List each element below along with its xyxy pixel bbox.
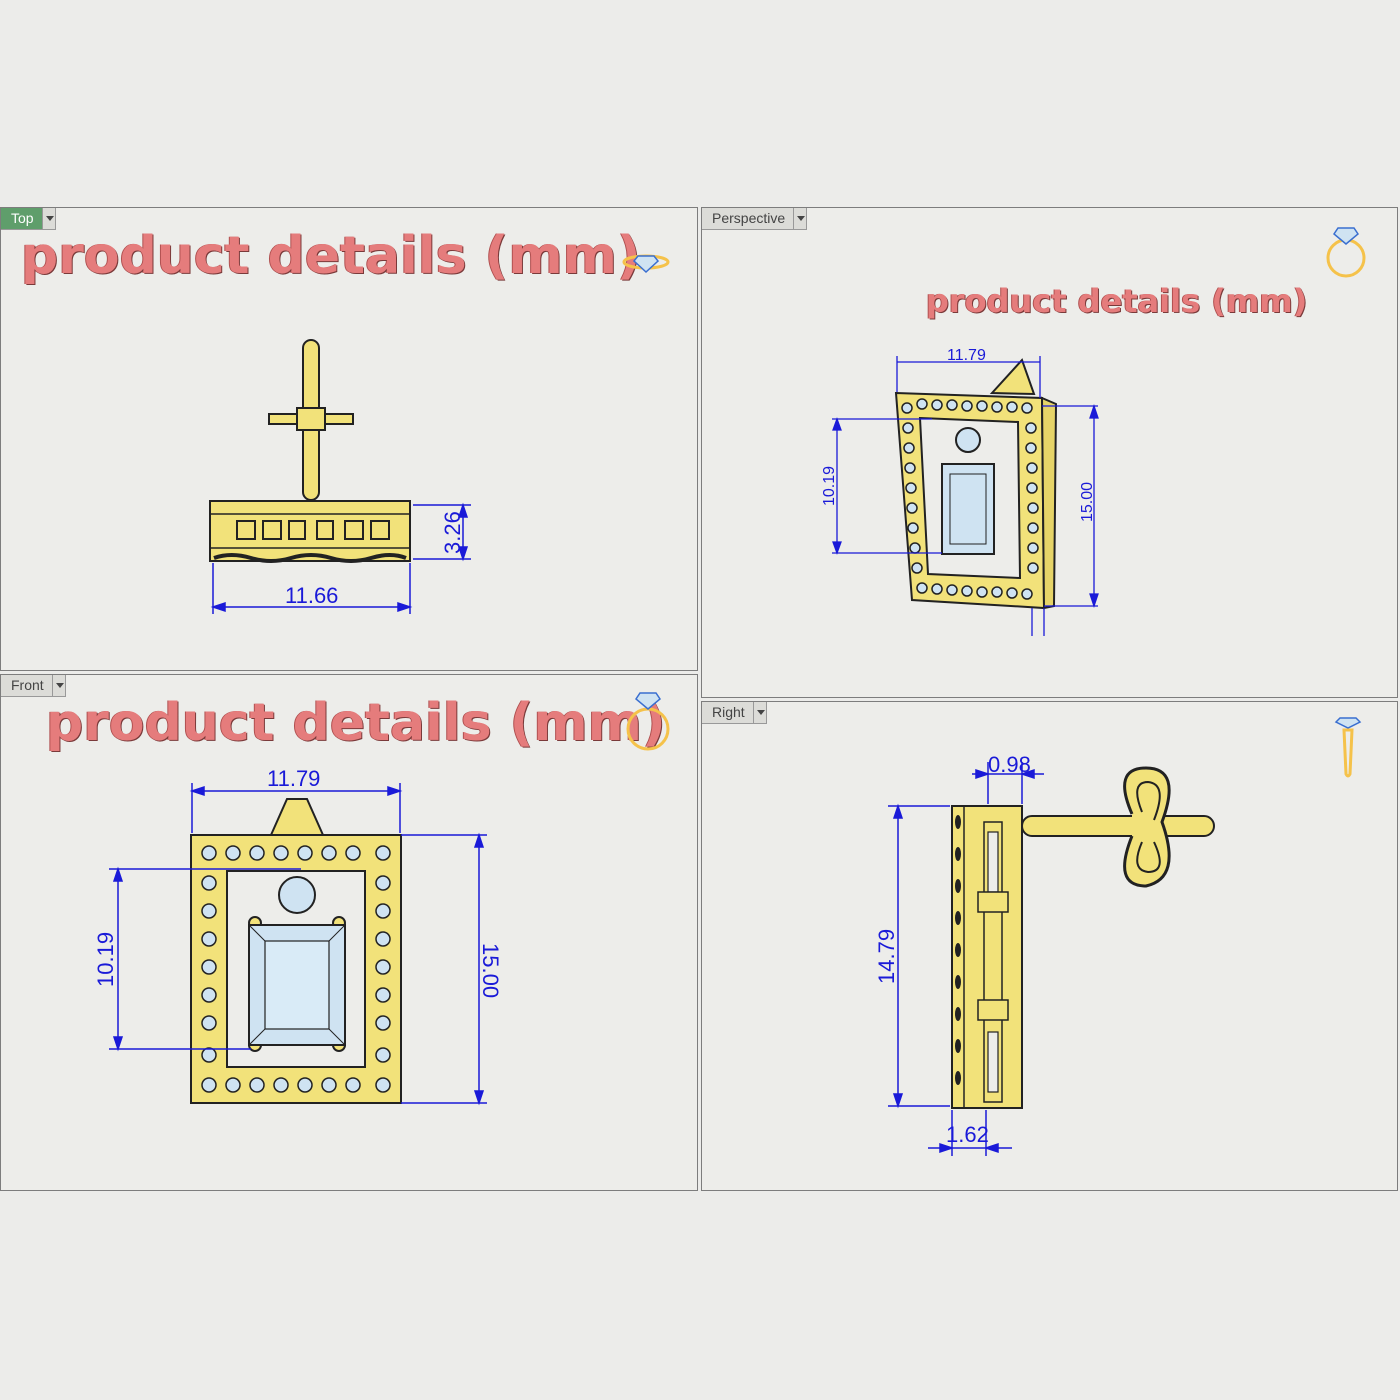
dim-width-label: 11.79 (267, 766, 320, 791)
viewport-tab-front[interactable]: Front (1, 675, 66, 697)
dim-inner-label: 10.19 (93, 932, 118, 987)
viewport-tab-top[interactable]: Top (1, 208, 56, 230)
ring-diamond-icon (1326, 227, 1366, 278)
viewport-menu-arrow-icon[interactable] (42, 208, 56, 230)
viewport-label[interactable]: Perspective (702, 208, 795, 230)
viewport-menu-arrow-icon[interactable] (794, 208, 808, 230)
viewport-label[interactable]: Right (702, 702, 754, 724)
dim-bottom-label: 1.62 (946, 1122, 989, 1147)
viewport-tab-right[interactable]: Right (702, 702, 767, 724)
right-view-drawing: 0.98 14.79 1.62 (874, 717, 1362, 1156)
viewport-menu-arrow-icon[interactable] (52, 675, 66, 697)
perspective-view-drawing: 11.79 10.19 15.00 (821, 227, 1366, 636)
viewport-menu-arrow-icon[interactable] (753, 702, 767, 724)
dim-width-label: 11.66 (285, 583, 338, 608)
viewport-label[interactable]: Top (1, 208, 43, 230)
dim-width-label: 11.79 (947, 347, 986, 364)
top-view-drawing: 11.66 3.26 (209, 254, 670, 614)
halo-stones (901, 398, 1039, 600)
earring-diamond-icon (1334, 717, 1362, 778)
viewport-perspective[interactable]: Perspective product details (mm) (701, 207, 1398, 698)
headline: product details (mm) (21, 226, 641, 286)
headline: product details (mm) (926, 282, 1308, 320)
front-view-drawing: 11.79 10.19 15.00 (93, 692, 670, 1106)
halo-stones (201, 845, 391, 1093)
viewport-top[interactable]: Top product details (mm) (0, 207, 698, 671)
dim-top-label: 0.98 (988, 752, 1031, 777)
viewport-tab-perspective[interactable]: Perspective (702, 208, 808, 230)
dim-height-label: 15.00 (1079, 482, 1096, 522)
ring-diamond-icon (626, 692, 670, 751)
dim-height-label: 14.79 (874, 929, 899, 984)
dim-inner-label: 10.19 (821, 466, 838, 506)
viewport-label[interactable]: Front (1, 675, 53, 697)
headline: product details (mm) (46, 693, 666, 753)
viewport-front[interactable]: Front product details (mm) (0, 674, 698, 1191)
ring-diamond-icon (622, 254, 670, 274)
dim-height-label: 15.00 (478, 943, 503, 998)
dim-depth-label: 3.26 (440, 511, 465, 554)
viewport-right[interactable]: Right (701, 701, 1398, 1191)
